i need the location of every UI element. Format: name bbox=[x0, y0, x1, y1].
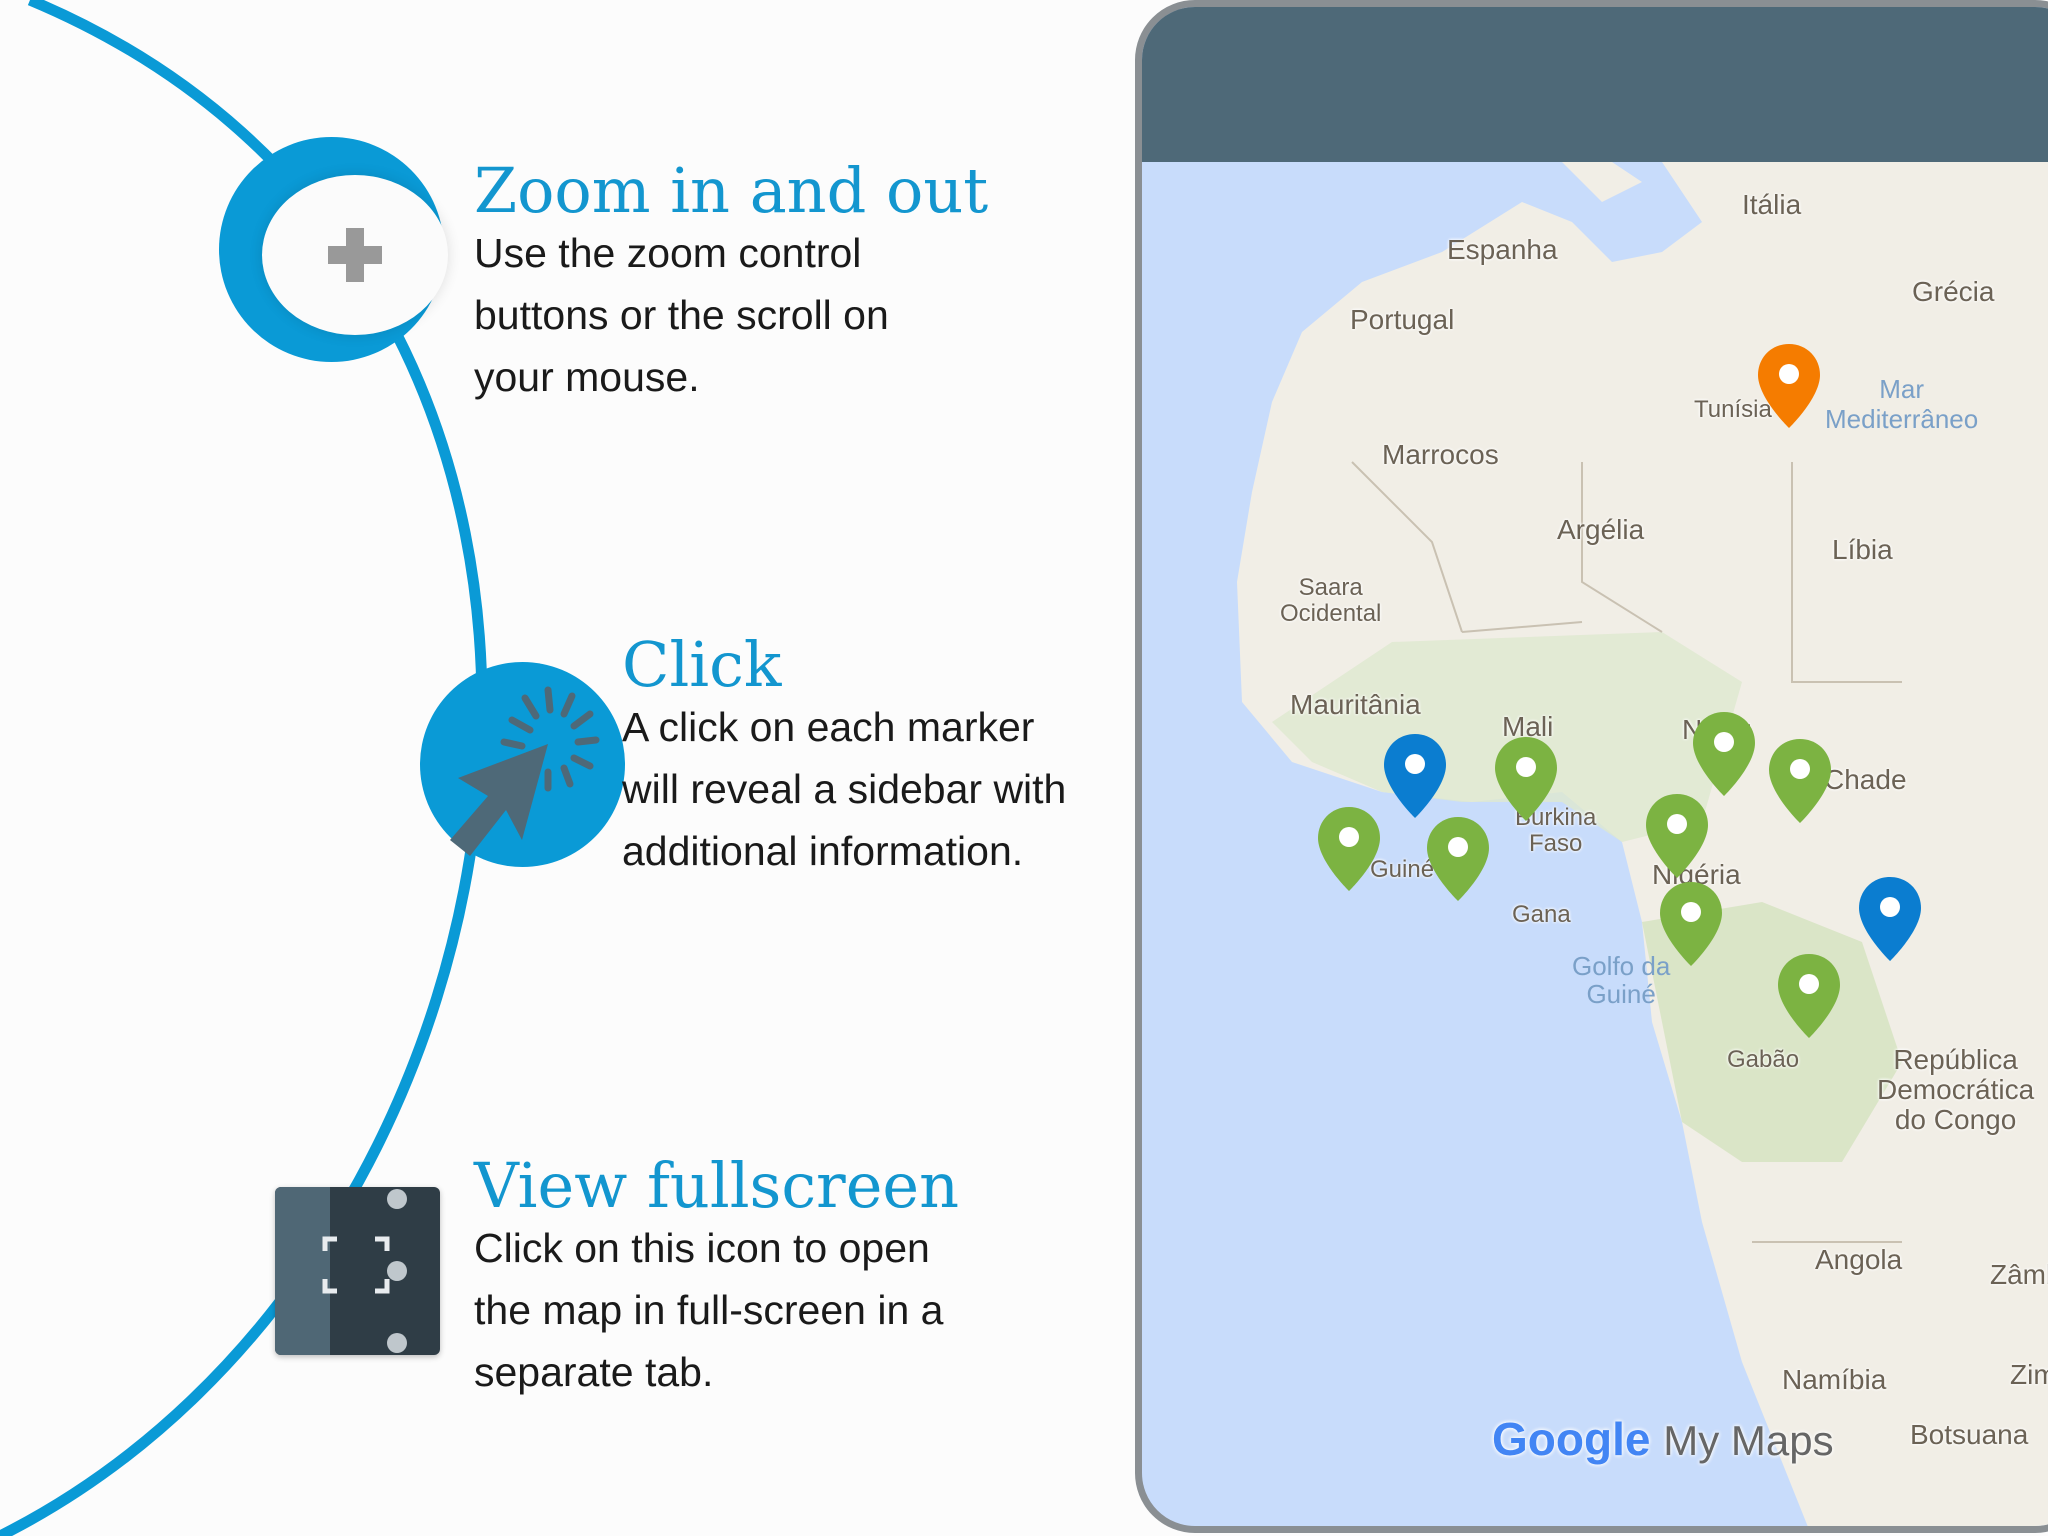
map-marker-green[interactable] bbox=[1767, 737, 1833, 825]
map-marker-green[interactable] bbox=[1658, 880, 1724, 968]
step-desc-fullscreen: Click on this icon to open the map in fu… bbox=[474, 1225, 944, 1395]
zoom-in-button[interactable] bbox=[262, 175, 448, 335]
step-desc-zoom: Use the zoom control buttons or the scro… bbox=[474, 230, 889, 400]
fullscreen-icon bbox=[322, 1236, 390, 1294]
map-label: Portugal bbox=[1350, 304, 1455, 335]
map-marker-green[interactable] bbox=[1316, 805, 1382, 893]
map-label: Angola bbox=[1815, 1244, 1903, 1275]
map-area[interactable]: Itália Espanha Portugal Grécia Tunísia M… bbox=[1142, 162, 2048, 1526]
map-preview[interactable]: Itália Espanha Portugal Grécia Tunísia M… bbox=[1135, 0, 2048, 1533]
cursor-click-icon bbox=[450, 686, 600, 856]
map-label: Namíbia bbox=[1782, 1364, 1887, 1395]
map-label: Líbia bbox=[1832, 534, 1893, 565]
map-header bbox=[1142, 7, 2048, 162]
map-label: Botsuana bbox=[1910, 1419, 2029, 1450]
step-title-zoom: Zoom in and out bbox=[474, 154, 989, 227]
fullscreen-button[interactable] bbox=[275, 1187, 440, 1355]
map-label: Zimbábue bbox=[2010, 1359, 2048, 1390]
step-desc-click: A click on each marker will reveal a sid… bbox=[622, 704, 1067, 874]
map-marker-green[interactable] bbox=[1776, 952, 1842, 1040]
map-marker-blue[interactable] bbox=[1382, 732, 1448, 820]
map-marker-green[interactable] bbox=[1644, 792, 1710, 880]
map-label: Zâmbia bbox=[1990, 1259, 2048, 1290]
map-label: Guiné bbox=[1370, 856, 1435, 883]
map-label: Grécia bbox=[1912, 276, 1995, 307]
map-marker-green[interactable] bbox=[1425, 815, 1491, 903]
step-title-click: Click bbox=[622, 628, 782, 701]
map-label: Mar Mediterrâneo bbox=[1825, 374, 1979, 434]
map-label: Gabão bbox=[1727, 1046, 1800, 1073]
map-label: Saara Ocidental bbox=[1280, 574, 1382, 627]
map-label: República Democrática do Congo bbox=[1877, 1044, 2035, 1135]
map-marker-green[interactable] bbox=[1493, 735, 1559, 823]
map-label: Argélia bbox=[1557, 514, 1645, 545]
map-label: Gana bbox=[1512, 901, 1571, 928]
map-marker-orange[interactable] bbox=[1756, 342, 1822, 430]
map-label: Golfo da Guiné bbox=[1572, 951, 1671, 1009]
land-shapes bbox=[1237, 162, 2048, 1526]
map-label: Espanha bbox=[1447, 234, 1558, 265]
map-marker-green[interactable] bbox=[1691, 710, 1757, 798]
google-my-maps-logo: Google My Maps bbox=[1492, 1413, 1834, 1465]
map-label: Chade bbox=[1824, 764, 1907, 795]
step-title-fullscreen: View fullscreen bbox=[474, 1149, 960, 1222]
map-label: Marrocos bbox=[1382, 439, 1499, 470]
map-label: Itália bbox=[1742, 189, 1802, 220]
map-label: Mali bbox=[1502, 711, 1554, 742]
map-label: Tunísia bbox=[1694, 396, 1772, 423]
map-label: Mauritânia bbox=[1290, 689, 1421, 720]
plus-icon bbox=[328, 228, 382, 282]
map-marker-blue[interactable] bbox=[1857, 875, 1923, 963]
